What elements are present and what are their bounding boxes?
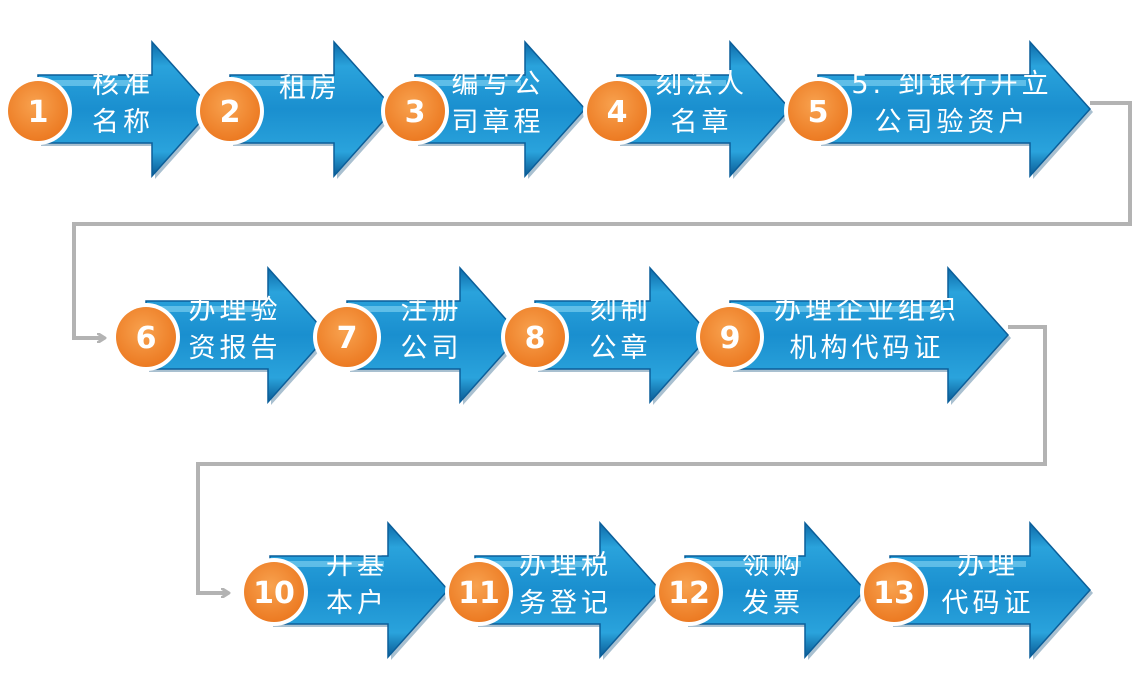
connector-row2-to-row3 [196,325,1047,593]
step-arrow [37,40,214,178]
step-label-line: 发票 [742,588,804,619]
step-badge [788,81,848,141]
step-label-line: 办理验 [189,295,282,326]
step-arrow-highlight [479,561,596,567]
step-number: 10 [253,576,295,611]
step-number: 1 [28,95,49,130]
step-arrow [684,521,867,659]
step-arrow-highlight [351,306,456,312]
step-label-line: 司章程 [452,107,545,138]
step-number: 7 [337,321,358,356]
step-number: 12 [668,576,710,611]
step-arrow-highlight [734,306,944,312]
step-label-line: 代码证 [942,588,1035,619]
step-badge [587,81,647,141]
step-label-line: 办理 [957,550,1019,581]
connector-row1-to-row2 [72,101,1132,338]
step-number: 9 [720,321,741,356]
step-arrow [346,266,522,404]
step-arrow-highlight [621,80,726,86]
flow-connectors [72,101,1132,593]
step-badge [864,562,924,622]
step-number: 11 [458,576,500,611]
step-arrow-highlight [419,80,521,86]
step-arrow [889,521,1092,659]
step-arrow-highlight [894,561,1026,567]
step-label-line: 编写公 [452,69,545,100]
step-badge [244,562,304,622]
step-badge [700,307,760,367]
step-arrow [414,40,587,178]
step-label-line: 刻制 [590,295,652,326]
step-arrow [817,40,1092,178]
step-2: 租房 2 [196,40,397,179]
step-label-line: 核准 [92,69,154,100]
step-arrow [269,521,450,659]
step-arrow-highlight [150,306,264,312]
step-arrow-highlight [822,80,1026,86]
step-number: 5 [808,95,829,130]
step-label-line: 务登记 [519,588,612,619]
step-arrow-highlight [539,306,646,312]
step-arrow [474,521,662,659]
step-number: 6 [136,321,157,356]
step-label-line: 公章 [590,333,652,364]
step-arrow-highlight [689,561,801,567]
step-arrow [229,40,396,178]
step-label-line: 注册 [401,295,463,326]
step-badge [200,81,260,141]
step-number: 2 [220,95,241,130]
step-label-line: 租房 [279,73,341,104]
step-label-line: 名称 [92,107,154,138]
step-label-line: 公司验资户 [875,107,1030,138]
step-badge [659,562,719,622]
step-badge [8,81,68,141]
step-badge [505,307,565,367]
step-number: 13 [873,576,915,611]
step-badge [385,81,445,141]
step-label-line: 刻法人 [655,69,748,100]
step-label-line: 办理企业组织 [774,295,960,326]
step-badge [449,562,509,622]
step-badge [116,307,176,367]
step-number: 4 [607,95,628,130]
step-number: 3 [405,95,426,130]
step-label-line: 资报告 [189,333,282,364]
step-arrow-highlight [274,561,384,567]
step-arrow [616,40,792,178]
step-label-line: 本户 [326,588,388,619]
step-badge [317,307,377,367]
step-label-line: 名章 [671,107,733,138]
step-label-line: 5. 到银行开立 [851,69,1052,100]
step-label-line: 领购 [742,550,804,581]
step-number: 8 [525,321,546,356]
step-arrow-highlight [42,80,148,86]
step-label-line: 办理税 [519,550,612,581]
step-arrow [145,266,330,404]
step-arrow [729,266,1010,404]
step-label-line: 开基 [326,550,388,581]
step-label-line: 机构代码证 [790,333,945,364]
step-arrow-highlight [234,80,330,86]
step-arrow [534,266,712,404]
step-label-line: 公司 [401,333,463,364]
